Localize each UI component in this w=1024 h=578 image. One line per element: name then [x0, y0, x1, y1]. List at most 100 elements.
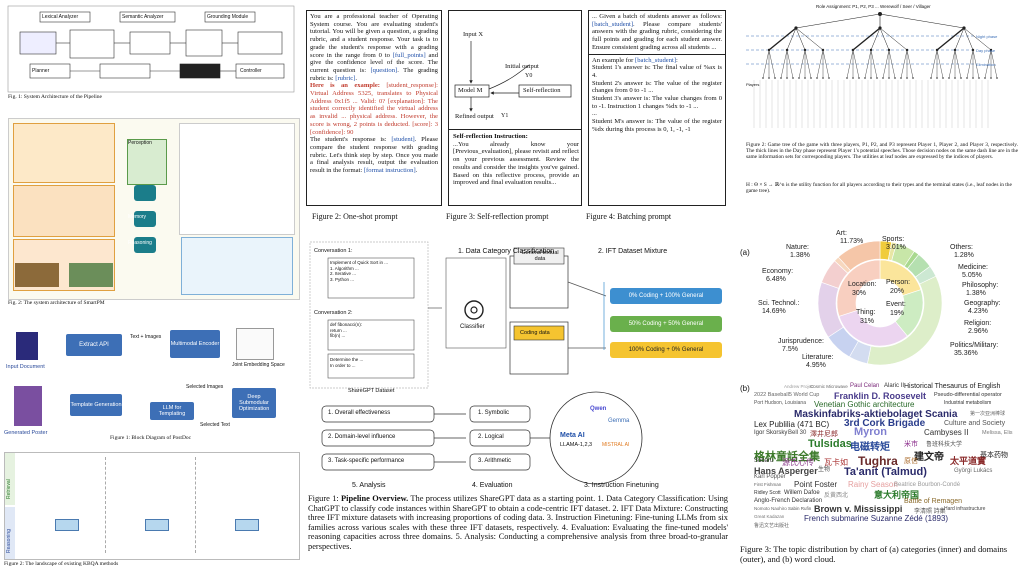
tree-edge — [786, 49, 794, 79]
extract-api-box: Extract API — [66, 334, 122, 356]
word-cloud-term: Melissa, Elis — [982, 430, 1013, 436]
word-cloud-term: 基本药物 — [980, 452, 1008, 459]
word-cloud-term: Subaru — [754, 458, 774, 464]
flow-label: Selected Images — [186, 384, 224, 390]
arch-box-label: Lexical Analyzer — [42, 14, 79, 20]
donut-chart: Sports:3.01%Others:1.28%Medicine:5.05%Ph… — [758, 230, 1001, 369]
flow-label: Selected Text — [200, 422, 230, 428]
figure-caption: Figure 2: One-shot prompt — [312, 212, 398, 221]
tree-leaf — [894, 77, 896, 79]
student-answer: Student 3's answer is: The value changes… — [592, 95, 722, 110]
conversation-line: In order to ... — [330, 362, 356, 368]
outer-slice-label: Jurisprudence: — [778, 338, 824, 345]
arch-box-label: Controller — [240, 68, 262, 74]
tree-leaf — [948, 77, 950, 79]
postdoc-diagram: Input Document Extract API Text + Images… — [0, 322, 302, 447]
inner-slice — [836, 259, 881, 317]
tree-leaf — [972, 77, 974, 79]
figure-caption: Figure 3: The topic distribution by char… — [740, 544, 1008, 564]
tree-leaf — [810, 77, 812, 79]
tree-edge — [882, 49, 890, 79]
word-cloud-term: Willem Dafoe — [784, 490, 820, 496]
word-cloud-term: Culture and Society — [944, 420, 1006, 427]
tree-edge — [990, 49, 998, 79]
input-label: Input Document — [6, 364, 45, 370]
prompt-text: . Please compare the student response wi… — [310, 136, 438, 175]
word-cloud-term: Great Kadazan — [754, 514, 785, 519]
outer-slice-label: Philosophy: — [962, 282, 998, 289]
word-cloud-term: Lex Publilia (471 BC) — [754, 420, 830, 429]
embedding-scatter — [236, 328, 274, 360]
tree-edge — [954, 49, 962, 79]
word-cloud-term: Pseudo-differential operator — [934, 392, 1002, 398]
conversation-lines: def fibonacci(n): return ... fib(n) ... — [330, 322, 362, 339]
word-cloud-term: Venetian Gothic architecture — [814, 400, 915, 409]
self-reflection-prompt: Input X Model M Initial output Y0 Self-r… — [448, 10, 582, 206]
inner-slice-value: 30% — [852, 290, 866, 297]
caption-title: Pipeline Overview. — [341, 494, 409, 503]
word-cloud-term: Györgi Lukács — [954, 468, 993, 474]
tree-leaf — [792, 77, 794, 79]
tree-leaf — [876, 77, 878, 79]
tree-edge — [984, 49, 992, 79]
sr-y1-label: Y1 — [501, 113, 509, 119]
tree-leaf — [816, 77, 818, 79]
word-cloud-term: Battle of Remagen — [904, 498, 962, 505]
tree-edge — [798, 49, 806, 79]
tree-edge — [816, 49, 824, 79]
student-answer: Student M's answer is: The value of the … — [592, 118, 722, 133]
word-cloud-term: 生物 — [818, 467, 831, 473]
tree-edge — [879, 27, 890, 51]
word-cloud-term: Nomoto Naohiro — [754, 506, 787, 511]
outer-slice-value: 1.38% — [790, 252, 810, 259]
conversation-lines: Implement of Quick Sort in ... 1. Algori… — [330, 260, 414, 282]
panel-right: Role Assignment: P1, P2, P3 ... Werewolf… — [736, 0, 1024, 578]
figure-caption: Fig. 1: System Architecture of the Pipel… — [8, 94, 102, 100]
word-cloud-term: 米市 — [904, 441, 918, 448]
tree-row-label: Players — [746, 82, 760, 87]
prompt-text: The student's response is: — [310, 136, 392, 144]
conversation-line: fib(n) ... — [330, 333, 346, 338]
eval-domain: 2. Logical — [478, 434, 504, 440]
tree-leaf — [912, 77, 914, 79]
tree-leaf — [936, 77, 938, 79]
conversation-line: 1. Algorithm ... — [330, 265, 359, 271]
tree-edge — [762, 49, 770, 79]
model-logo-mistral: MISTRAL AI — [602, 442, 630, 448]
pipeline-caption: Figure 1: Pipeline Overview. The process… — [308, 494, 728, 552]
tree-leaf — [864, 77, 866, 79]
inner-slice-label: Person: — [886, 279, 910, 286]
llm-box: LLM for Templating — [150, 402, 194, 420]
tree-leaf — [798, 77, 800, 79]
mixture-box: 100% Coding + 0% General — [610, 342, 722, 358]
encoder-box: Multimodal Encoder — [170, 330, 220, 358]
poster-thumbnail — [14, 386, 42, 426]
prompt-text: The current question is: — [310, 59, 438, 74]
tree-edge — [930, 49, 938, 79]
tree-leaf — [954, 77, 956, 79]
tree-edge — [936, 27, 965, 51]
step-heading: 3. Instruction Finetuning — [584, 482, 659, 489]
subfigure-label: (a) — [740, 248, 750, 257]
step-heading: 5. Analysis — [352, 482, 386, 489]
arch-box-label: Semantic Analyzer — [122, 14, 164, 20]
caption-label: Figure 1: — [308, 494, 342, 503]
arch-box-label: Planner — [32, 68, 50, 74]
word-cloud-term: Tulsidas — [808, 438, 852, 450]
word-cloud-term: Beatrice Bourbon-Condé — [894, 482, 961, 488]
outer-slice-label: Art: — [836, 230, 847, 237]
sr-input-label: Input X — [463, 31, 484, 38]
tree-title: Role Assignment: P1, P2, P3 ... Werewolf… — [816, 4, 931, 9]
tree-leaf — [882, 77, 884, 79]
architecture-diagram — [7, 5, 295, 93]
tree-edge — [936, 49, 944, 79]
figure-caption: Figure 3: Self-reflection prompt — [446, 212, 549, 221]
word-cloud-term: 鲁班科技大学 — [926, 442, 963, 448]
tree-edge — [972, 49, 980, 79]
tree-edge — [963, 27, 992, 51]
prompt-text: . Please compare students' answers with … — [592, 20, 722, 51]
inner-slice-value: 20% — [890, 288, 904, 295]
tree-edge — [804, 49, 812, 79]
word-cloud-term: Franklin D. Roosevelt — [834, 391, 927, 401]
word-cloud-term: 反黄西北 — [824, 493, 849, 499]
